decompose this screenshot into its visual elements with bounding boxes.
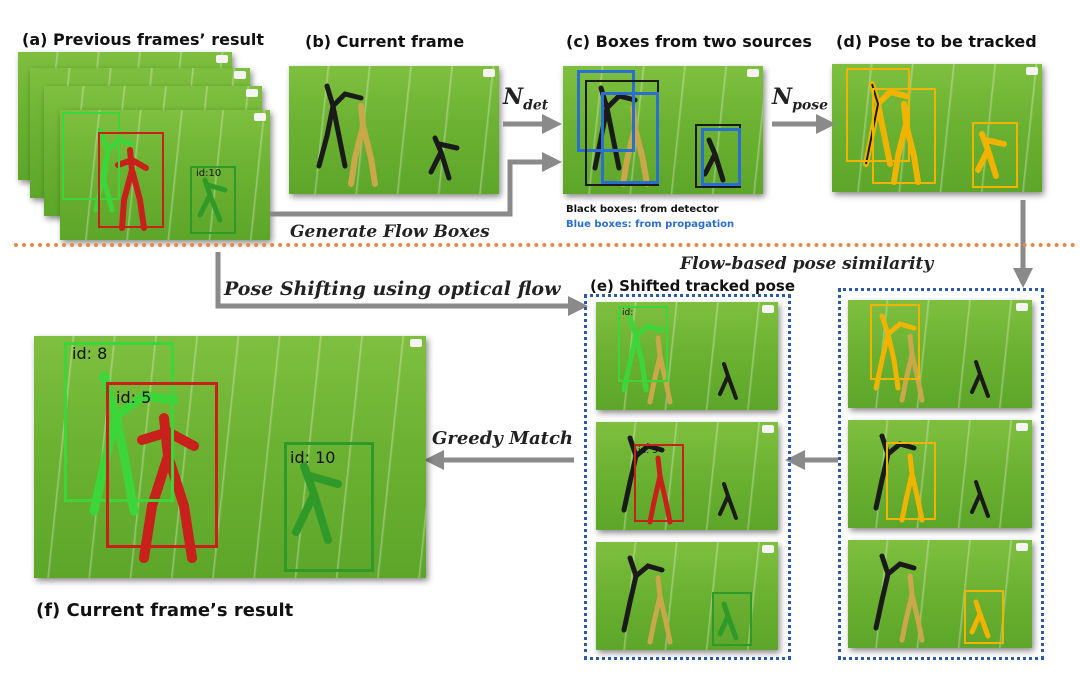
- shifted-id-label-1: id:: [622, 308, 634, 318]
- candidate-pose-frame-2: [848, 420, 1032, 528]
- n-pose-main: N: [772, 84, 793, 110]
- blue-box-player3: [701, 128, 741, 186]
- shifted-pose-frame-1: id:: [596, 302, 778, 410]
- shifted-green-box: [618, 306, 668, 382]
- section-divider: [14, 243, 1076, 247]
- arrow-label-generate-flow-boxes: Generate Flow Boxes: [290, 222, 490, 242]
- pose-similarity-panel: [838, 288, 1044, 660]
- red-box-id5: [98, 132, 164, 228]
- label-boxes-two-sources: (c) Boxes from two sources: [566, 32, 812, 51]
- shifted-pose-frame-3: [596, 542, 778, 650]
- candidate-yellow-box-1: [870, 304, 920, 380]
- note-black-boxes: Black boxes: from detector: [566, 204, 719, 215]
- green-box-id8: [62, 112, 120, 200]
- result-id-label-5: id: 5: [116, 388, 152, 407]
- note-blue-boxes: Blue boxes: from propagation: [566, 219, 735, 230]
- shifted-dark-green-box: [712, 592, 752, 646]
- result-dark-green-box-id10: [284, 442, 374, 572]
- label-current-frame-result: (f) Current frame’s result: [36, 600, 294, 621]
- result-red-box-id5: [106, 382, 218, 548]
- id-label-id10-small: id:10: [196, 168, 222, 179]
- arrow-label-n-det: Ndet: [503, 84, 548, 113]
- label-pose-to-be-tracked: (d) Pose to be tracked: [836, 32, 1037, 51]
- candidate-pose-frame-3: [848, 540, 1032, 648]
- label-previous-frames: (a) Previous frames’ result: [22, 30, 264, 49]
- result-id-label-10: id: 10: [290, 448, 336, 467]
- shifted-pose-frame-2: id: 5: [596, 422, 778, 530]
- current-frame-result-image: id: 8 id: 5 id: 10: [34, 336, 426, 578]
- pose-to-be-tracked-image: [832, 64, 1042, 192]
- result-id-label-8: id: 8: [72, 344, 108, 363]
- candidate-yellow-box-3: [964, 590, 1004, 644]
- shifted-red-box: [634, 444, 684, 522]
- yellow-box-player3: [972, 122, 1018, 188]
- n-det-main: N: [503, 84, 524, 110]
- arrow-label-n-pose: Npose: [772, 84, 828, 113]
- blue-box-player2: [601, 92, 659, 184]
- yellow-box-player2: [872, 88, 936, 184]
- n-pose-sub: pose: [792, 97, 829, 114]
- previous-frame-result: id:10: [60, 110, 270, 240]
- result-green-box-id8: [64, 342, 174, 502]
- arrow-label-greedy-match: Greedy Match: [432, 428, 574, 449]
- candidate-yellow-box-2: [886, 442, 936, 520]
- arrow-label-pose-similarity: Flow-based pose similarity: [680, 254, 934, 274]
- boxes-two-sources-image: [563, 66, 763, 194]
- label-current-frame: (b) Current frame: [305, 32, 465, 51]
- dark-green-box-id10: [190, 166, 236, 234]
- blue-box-player1: [577, 70, 635, 152]
- yellow-box-player1: [846, 68, 910, 162]
- arrow-label-pose-shifting: Pose Shifting using optical flow: [224, 278, 561, 300]
- shifted-pose-panel: [584, 294, 791, 660]
- shifted-id-label-2: id: 5: [638, 446, 658, 456]
- candidate-pose-frame-1: [848, 300, 1032, 408]
- n-det-sub: det: [523, 97, 549, 114]
- label-shifted-tracked-pose: (e) Shifted tracked pose: [590, 277, 795, 295]
- current-frame-image: [289, 66, 499, 194]
